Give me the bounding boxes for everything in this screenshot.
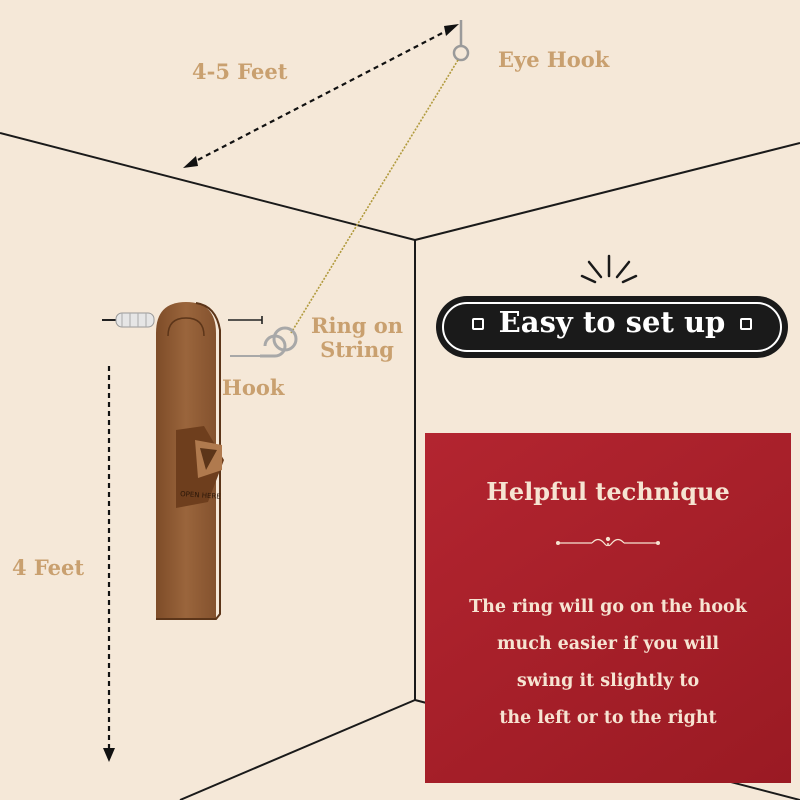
ring-label-line: Ring on [311,313,403,338]
eye-hook-icon [452,20,470,62]
spark-icon [580,254,638,284]
screw-icon [228,316,263,324]
badge-square-icon [472,318,484,330]
hook-icon [230,334,287,358]
screw-anchor-icon [102,312,155,328]
hook-label: Hook [222,375,285,400]
ring-on-string-label: Ring on String [309,313,405,363]
panel-line: the left or to the right [499,708,717,728]
panel-line: swing it slightly to [516,671,700,691]
distance-label: 4-5 Feet [192,59,288,84]
panel-title: Helpful technique [486,477,730,506]
height-label: 4 Feet [12,555,85,580]
panel-body: The ring will go on the hook much easier… [435,589,781,737]
panel-line: The ring will go on the hook [469,597,747,617]
eye-hook-label: Eye Hook [498,47,610,72]
height-arrow [103,366,115,762]
ceiling-line-left [0,132,416,241]
badge-border [442,302,782,352]
ring-label-line: String [320,337,394,363]
ornament-divider-icon [556,536,660,547]
badge-square-icon [740,318,752,330]
technique-panel: Helpful technique The ring will go on th… [425,433,791,783]
setup-badge: Easy to set up [436,296,788,358]
wooden-box: OPEN HERE [156,302,224,620]
open-here-label: OPEN HERE [180,490,221,501]
distance-arrow-top [183,24,459,168]
panel-line: much easier if you will [496,634,720,654]
string [290,59,459,334]
badge-title: Easy to set up [498,305,726,339]
ceiling-line-right [414,142,800,241]
floor-line-left [179,699,416,800]
